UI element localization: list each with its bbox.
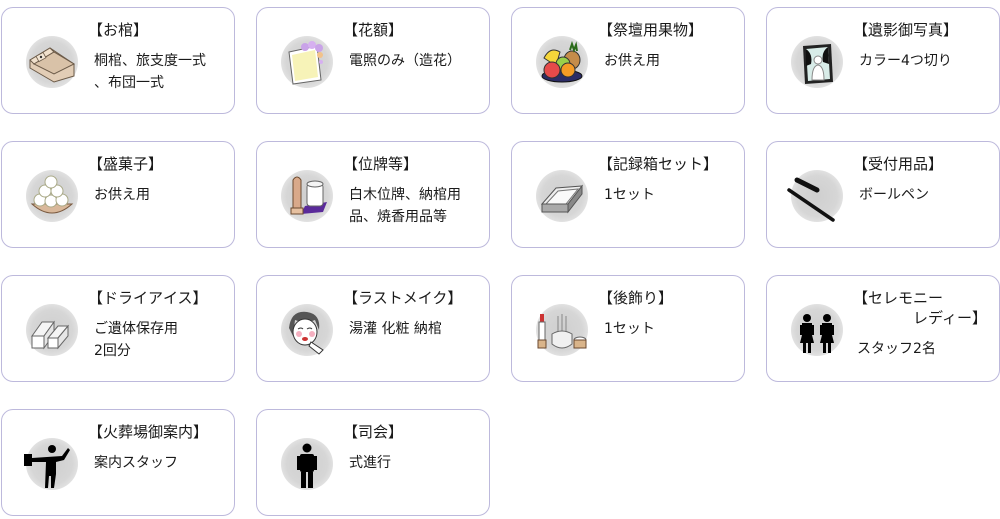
card-title: 【ドライアイス】 xyxy=(88,289,208,307)
card-record-box: 【記録箱セット】 1セット xyxy=(511,141,745,248)
card-title: 【後飾り】 xyxy=(598,289,674,307)
card-post-altar: 【後飾り】 1セット xyxy=(511,275,745,382)
card-coffin: 【お棺】 桐棺、旅支度一式 、布団一式 xyxy=(1,7,235,114)
card-crematorium-guide: 【火葬場御案内】 案内スタッフ xyxy=(1,409,235,516)
card-description: お供え用 xyxy=(94,187,150,203)
card-title: 【セレモニー レディー】 xyxy=(853,289,987,327)
card-description: 1セット xyxy=(604,321,655,337)
record-box-icon xyxy=(536,170,588,222)
card-title: 【記録箱セット】 xyxy=(598,155,719,173)
card-title: 【ラストメイク】 xyxy=(343,289,463,307)
makeup-face-icon xyxy=(281,304,333,356)
card-altar-fruit: 【祭壇用果物】 お供え用 xyxy=(511,7,745,114)
memorial-tablet-icon xyxy=(281,170,333,222)
card-description: カラー4つ切り xyxy=(859,53,952,69)
two-women-icon xyxy=(791,304,843,356)
card-title: 【受付用品】 xyxy=(853,155,944,173)
portrait-icon xyxy=(791,36,843,88)
card-title: 【位牌等】 xyxy=(343,155,419,173)
card-description: 桐棺、旅支度一式 、布団一式 xyxy=(94,53,206,91)
pen-icon xyxy=(787,170,843,222)
card-reception: 【受付用品】 ボールペン xyxy=(766,141,1000,248)
card-ceremony-lady: 【セレモニー レディー】 スタッフ2名 xyxy=(766,275,1000,382)
coffin-icon xyxy=(26,36,78,88)
card-description: 白木位牌、納棺用 品、焼香用品等 xyxy=(349,187,461,225)
card-mc: 【司会】 式進行 xyxy=(256,409,490,516)
card-title: 【お棺】 xyxy=(88,21,149,39)
card-description: 1セット xyxy=(604,187,655,203)
card-description: 湯灌 化粧 納棺 xyxy=(349,321,442,337)
card-description: 式進行 xyxy=(349,455,391,471)
card-description: スタッフ2名 xyxy=(857,341,936,357)
card-title: 【盛菓子】 xyxy=(88,155,164,173)
card-flower-frame: 【花額】 電照のみ（造花） xyxy=(256,7,490,114)
altar-set-icon xyxy=(536,304,588,356)
card-portrait: 【遺影御写真】 カラー4つ切り xyxy=(766,7,1000,114)
card-dry-ice: 【ドライアイス】 ご遺体保存用 2回分 xyxy=(1,275,235,382)
card-description: ご遺体保存用 2回分 xyxy=(94,321,178,359)
card-description: 案内スタッフ xyxy=(94,455,178,471)
card-description: ボールペン xyxy=(859,187,929,203)
card-description: 電照のみ（造花） xyxy=(349,53,461,69)
flower-frame-icon xyxy=(281,36,333,88)
guide-person-icon xyxy=(24,438,78,490)
card-title: 【祭壇用果物】 xyxy=(598,21,704,39)
sweets-bowl-icon xyxy=(26,170,78,222)
card-sweets: 【盛菓子】 お供え用 xyxy=(1,141,235,248)
person-icon xyxy=(281,438,333,490)
card-last-makeup: 【ラストメイク】 湯灌 化粧 納棺 xyxy=(256,275,490,382)
card-memorial-tablet: 【位牌等】 白木位牌、納棺用 品、焼香用品等 xyxy=(256,141,490,248)
dry-ice-icon xyxy=(26,304,78,356)
card-title: 【遺影御写真】 xyxy=(853,21,959,39)
card-description: お供え用 xyxy=(604,53,660,69)
fruit-basket-icon xyxy=(536,36,588,88)
card-title: 【花額】 xyxy=(343,21,404,39)
card-title: 【司会】 xyxy=(343,423,404,441)
card-title: 【火葬場御案内】 xyxy=(88,423,209,441)
